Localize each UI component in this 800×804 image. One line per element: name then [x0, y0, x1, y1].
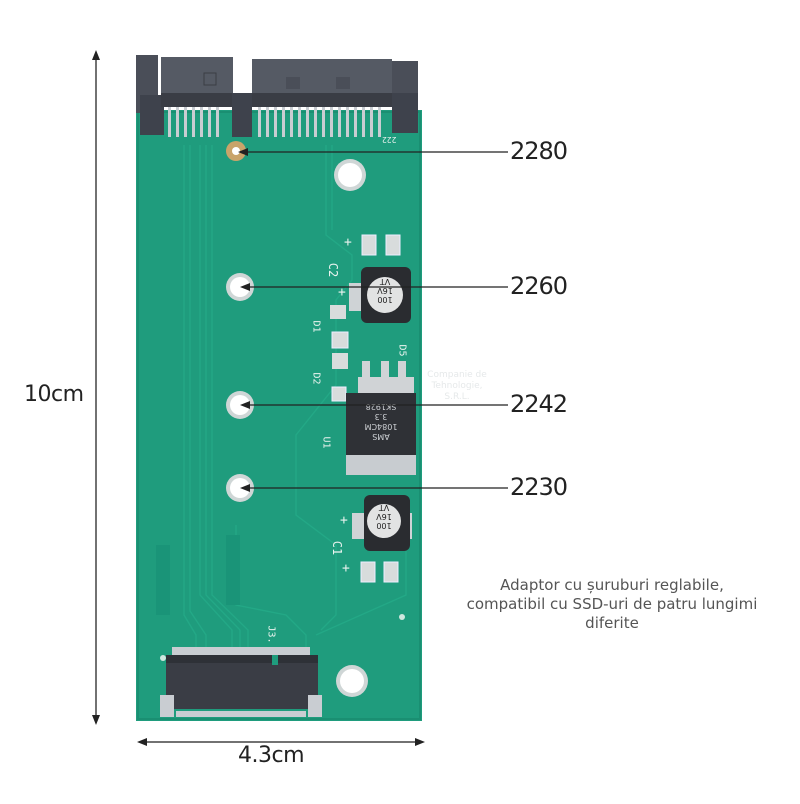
length-marker-2230: 2230 [510, 473, 568, 501]
silkscreen-c2: C2 [326, 262, 341, 278]
silkscreen-plus-c1b: + [342, 561, 350, 576]
watermark: Companie de Tehnologie, S.R.L. [427, 370, 487, 402]
product-caption: Adaptor cu șuruburi reglabile, compatibi… [466, 576, 758, 632]
regulator-marking: AMS 1084CM 3.3 SK1928 [364, 402, 398, 441]
width-dimension-arrow [137, 738, 425, 746]
sata-connector-icon [132, 55, 418, 137]
height-label: 10cm [24, 382, 84, 407]
silkscreen-plus-c2: + [344, 235, 352, 250]
height-dimension [88, 50, 104, 725]
mount-hole-icon [336, 665, 368, 697]
silkscreen-d2: D2 [310, 372, 322, 385]
mount-hole-2260-icon [226, 273, 254, 301]
height-dimension-arrow [92, 50, 100, 725]
capacitor-c1-icon [352, 495, 412, 551]
length-marker-2242: 2242 [510, 390, 568, 418]
width-dimension [137, 733, 425, 746]
silkscreen-plus-c1: + [340, 513, 348, 528]
silkscreen-c1: C1 [330, 540, 345, 556]
mount-hole-icon [334, 159, 366, 191]
length-marker-2260: 2260 [510, 272, 568, 300]
silkscreen-pin-label: 222 [382, 135, 397, 144]
mount-hole-2280-icon [226, 141, 246, 161]
adapter-board: 222 + C2 + D1 D2 D5 U1 + C1 + J3. 100 16… [132, 55, 422, 721]
silkscreen-d1: D1 [310, 320, 322, 333]
capacitor-c2-icon [349, 267, 411, 323]
mount-hole-2230-icon [226, 474, 254, 502]
mount-hole-2242-icon [226, 391, 254, 419]
capacitor-c2-marking: 100 16V VT [377, 277, 393, 304]
length-marker-2280: 2280 [510, 137, 568, 165]
silkscreen-d5: D5 [396, 344, 408, 357]
capacitor-c1-marking: 100 16V VT [376, 503, 392, 530]
silkscreen-plus-c2b: + [338, 285, 346, 300]
pcb-illustration [132, 55, 422, 721]
silkscreen-j3: J3. [265, 625, 277, 644]
m2-connector-icon [160, 647, 322, 717]
width-label: 4.3cm [238, 743, 305, 768]
silkscreen-u1: U1 [320, 436, 332, 449]
